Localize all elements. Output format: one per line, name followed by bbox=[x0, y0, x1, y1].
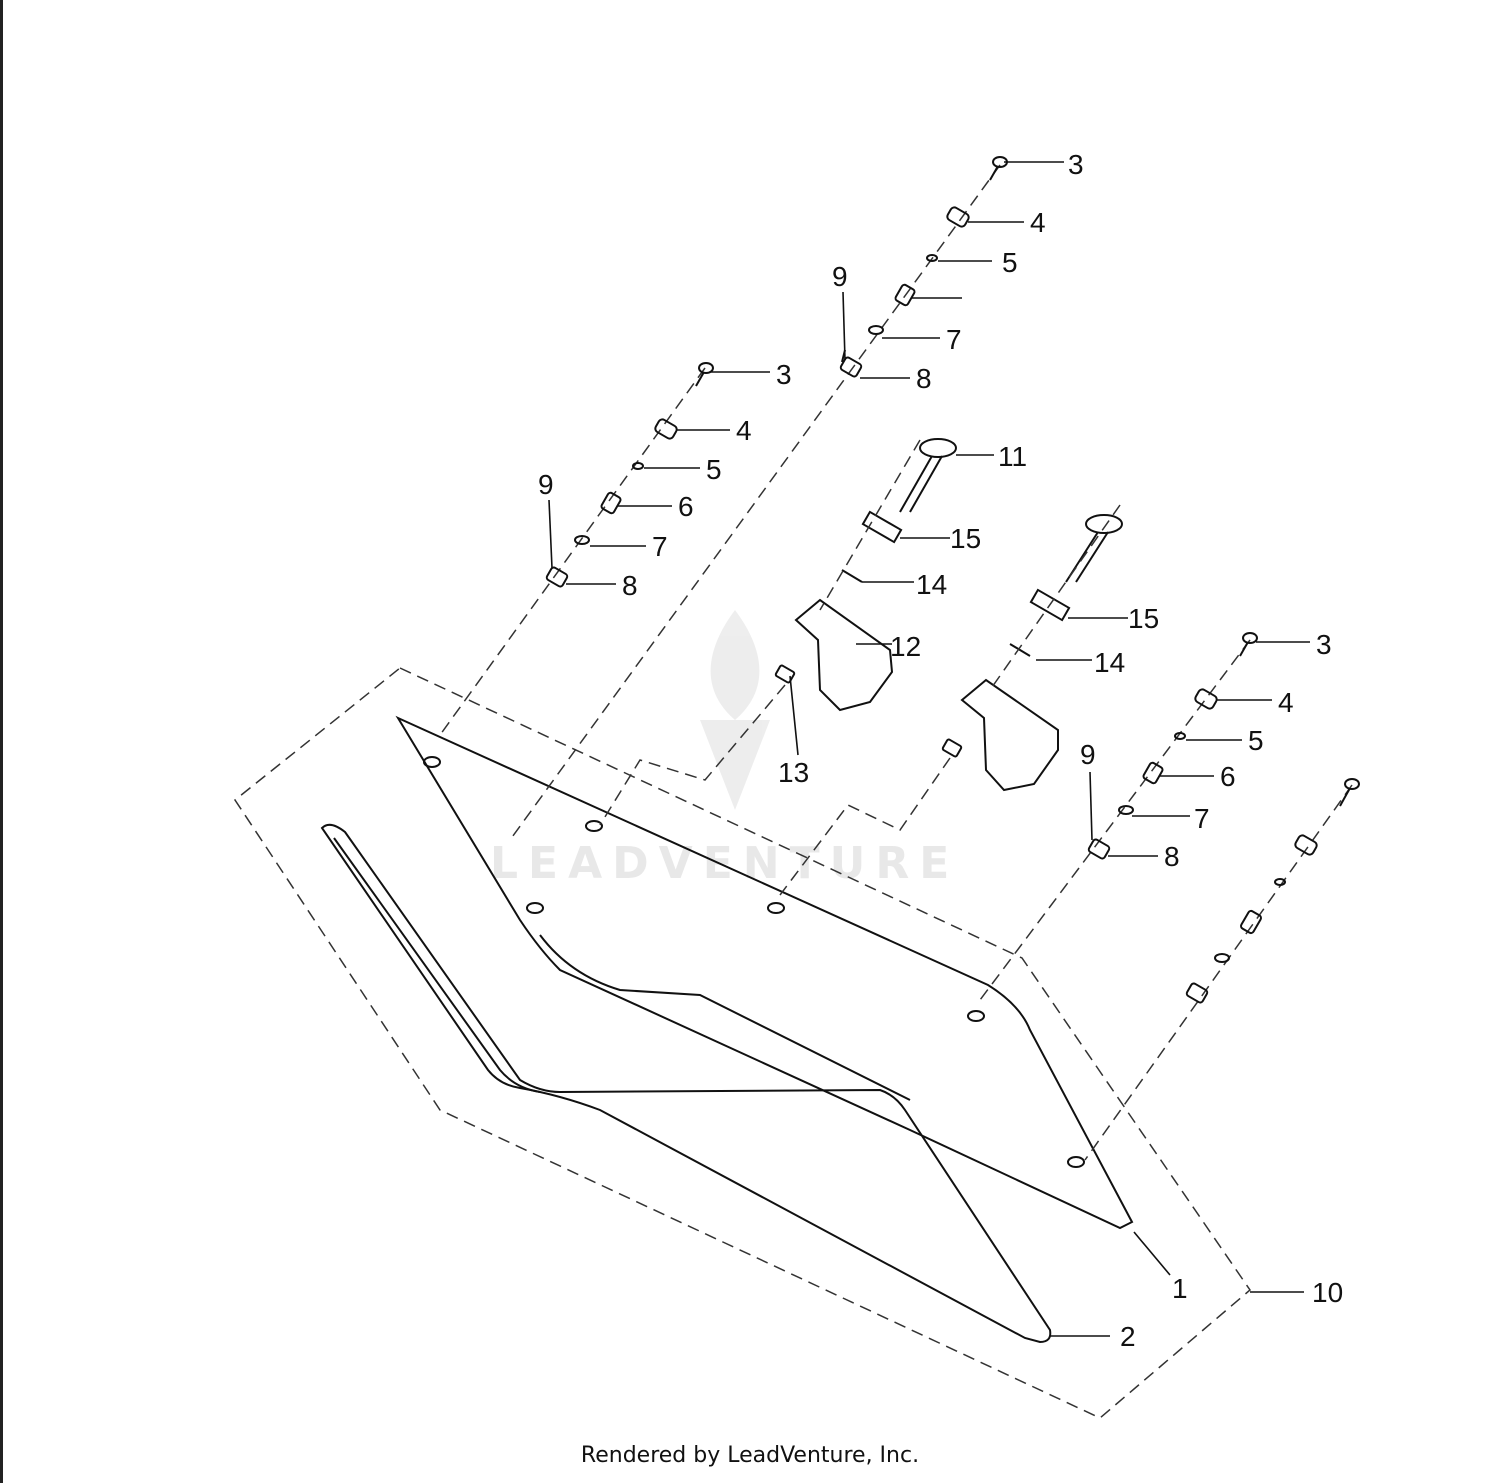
callout-13: 13 bbox=[778, 757, 809, 788]
seal-inner-line bbox=[333, 837, 541, 1093]
callout-10: 10 bbox=[1312, 1277, 1343, 1308]
callout-9: 9 bbox=[832, 261, 848, 292]
fastener-stack-f bbox=[1084, 778, 1360, 1161]
callout-2: 2 bbox=[1120, 1321, 1136, 1352]
callout-3: 3 bbox=[776, 359, 792, 390]
panel-hole bbox=[967, 1010, 985, 1022]
v-logo-icon bbox=[700, 720, 770, 810]
callout-9: 9 bbox=[538, 469, 554, 500]
callout-7: 7 bbox=[946, 324, 962, 355]
callout-7: 7 bbox=[1194, 803, 1210, 834]
rendered-by-footer: Rendered by LeadVenture, Inc. bbox=[580, 1443, 920, 1468]
callout-11: 11 bbox=[998, 441, 1027, 472]
hinge-assembly-right bbox=[779, 504, 1123, 896]
seal-part-2 bbox=[320, 823, 1052, 1344]
panel-hole bbox=[1067, 1156, 1085, 1168]
callout-6: 6 bbox=[678, 491, 694, 522]
callout-6: 6 bbox=[1220, 761, 1236, 792]
callout-8: 8 bbox=[1164, 841, 1180, 872]
fastener-stack-e bbox=[979, 632, 1258, 1001]
panel-hole bbox=[423, 756, 441, 768]
leadventure-watermark: LEADVENTURE bbox=[490, 610, 959, 889]
fastener-stack-b bbox=[439, 362, 714, 736]
callout-4: 4 bbox=[736, 415, 752, 446]
hinge-assembly-left bbox=[599, 438, 957, 826]
callout-8: 8 bbox=[916, 363, 932, 394]
kit-boundary-outline bbox=[233, 667, 1252, 1419]
panel-part-1 bbox=[395, 715, 1134, 1230]
callout-9: 9 bbox=[1080, 739, 1096, 770]
leader-lines bbox=[548, 161, 1310, 1337]
watermark-text: LEADVENTURE bbox=[490, 838, 959, 889]
panel-hole bbox=[767, 902, 785, 914]
callout-3: 3 bbox=[1316, 629, 1332, 660]
callout-15: 15 bbox=[950, 523, 981, 554]
panel-hole bbox=[526, 902, 544, 914]
fastener-stack-a bbox=[509, 156, 1008, 841]
callout-1: 1 bbox=[1172, 1273, 1188, 1304]
flame-logo-icon bbox=[710, 610, 760, 720]
left-border bbox=[0, 0, 3, 1483]
callout-labels: 3 4 5 9 7 8 3 4 5 6 9 7 8 11 15 14 12 13… bbox=[538, 149, 1343, 1352]
callout-7: 7 bbox=[652, 531, 668, 562]
callout-3: 3 bbox=[1068, 149, 1084, 180]
callout-8: 8 bbox=[622, 570, 638, 601]
callout-15: 15 bbox=[1128, 603, 1159, 634]
callout-5: 5 bbox=[706, 454, 722, 485]
callout-14: 14 bbox=[916, 569, 947, 600]
callout-5: 5 bbox=[1248, 725, 1264, 756]
panel-hole bbox=[585, 820, 603, 832]
panel-lower-curve bbox=[539, 934, 911, 1101]
callout-4: 4 bbox=[1030, 207, 1046, 238]
callout-4: 4 bbox=[1278, 687, 1294, 718]
callout-5: 5 bbox=[1002, 247, 1018, 278]
callout-14: 14 bbox=[1094, 647, 1125, 678]
callout-12: 12 bbox=[890, 631, 921, 662]
